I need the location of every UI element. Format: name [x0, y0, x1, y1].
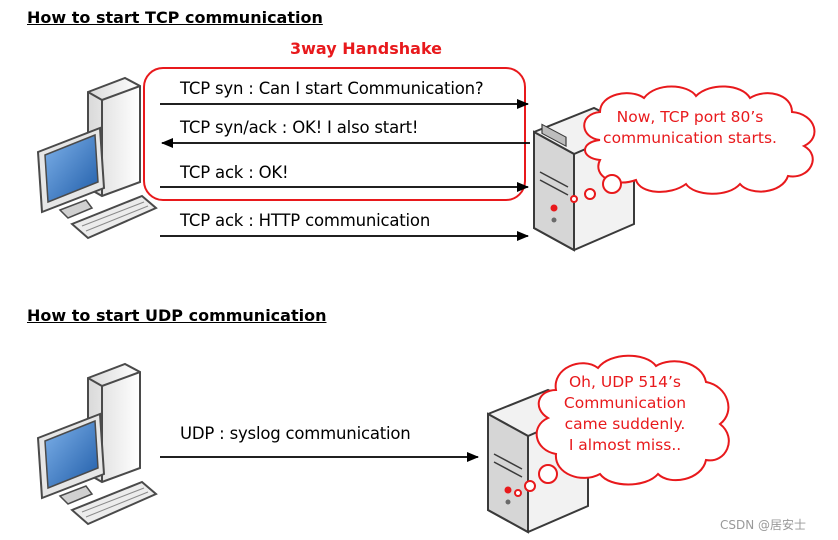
udp-thought-text: Oh, UDP 514’s Communication came suddenl… [550, 372, 700, 456]
udp-thought-line-1: Oh, UDP 514’s [568, 373, 682, 391]
handshake-label: 3way Handshake [290, 39, 443, 58]
tcp-thought-line-2: communication starts. [603, 129, 777, 147]
tcp-thought-line-1: Now, TCP port 80’s [616, 108, 764, 126]
tcp-section-title: How to start TCP communication [27, 8, 323, 27]
udp-thought-bubble-icon [514, 354, 730, 497]
udp-thought-line-3: came suddenly. [564, 415, 686, 433]
tcp-message-syn: TCP syn : Can I start Communication? [180, 79, 484, 98]
udp-client-computer-icon [36, 362, 158, 526]
tcp-thought-bubble-icon [570, 85, 816, 203]
watermark: CSDN @居安士 [720, 518, 807, 532]
tcp-message-http: TCP ack : HTTP communication [180, 211, 431, 230]
tcp-message-syn-ack: TCP syn/ack : OK! I also start! [180, 118, 419, 137]
handshake-box [143, 67, 526, 201]
tcp-client-computer-icon [36, 76, 158, 240]
udp-thought-line-2: Communication [563, 394, 687, 412]
udp-thought-line-4: I almost miss.. [568, 436, 682, 454]
udp-message-syslog: UDP : syslog communication [180, 424, 411, 443]
tcp-thought-text: Now, TCP port 80’s communication starts. [595, 107, 785, 149]
tcp-message-ack: TCP ack : OK! [180, 163, 289, 182]
udp-section-title: How to start UDP communication [27, 306, 327, 325]
